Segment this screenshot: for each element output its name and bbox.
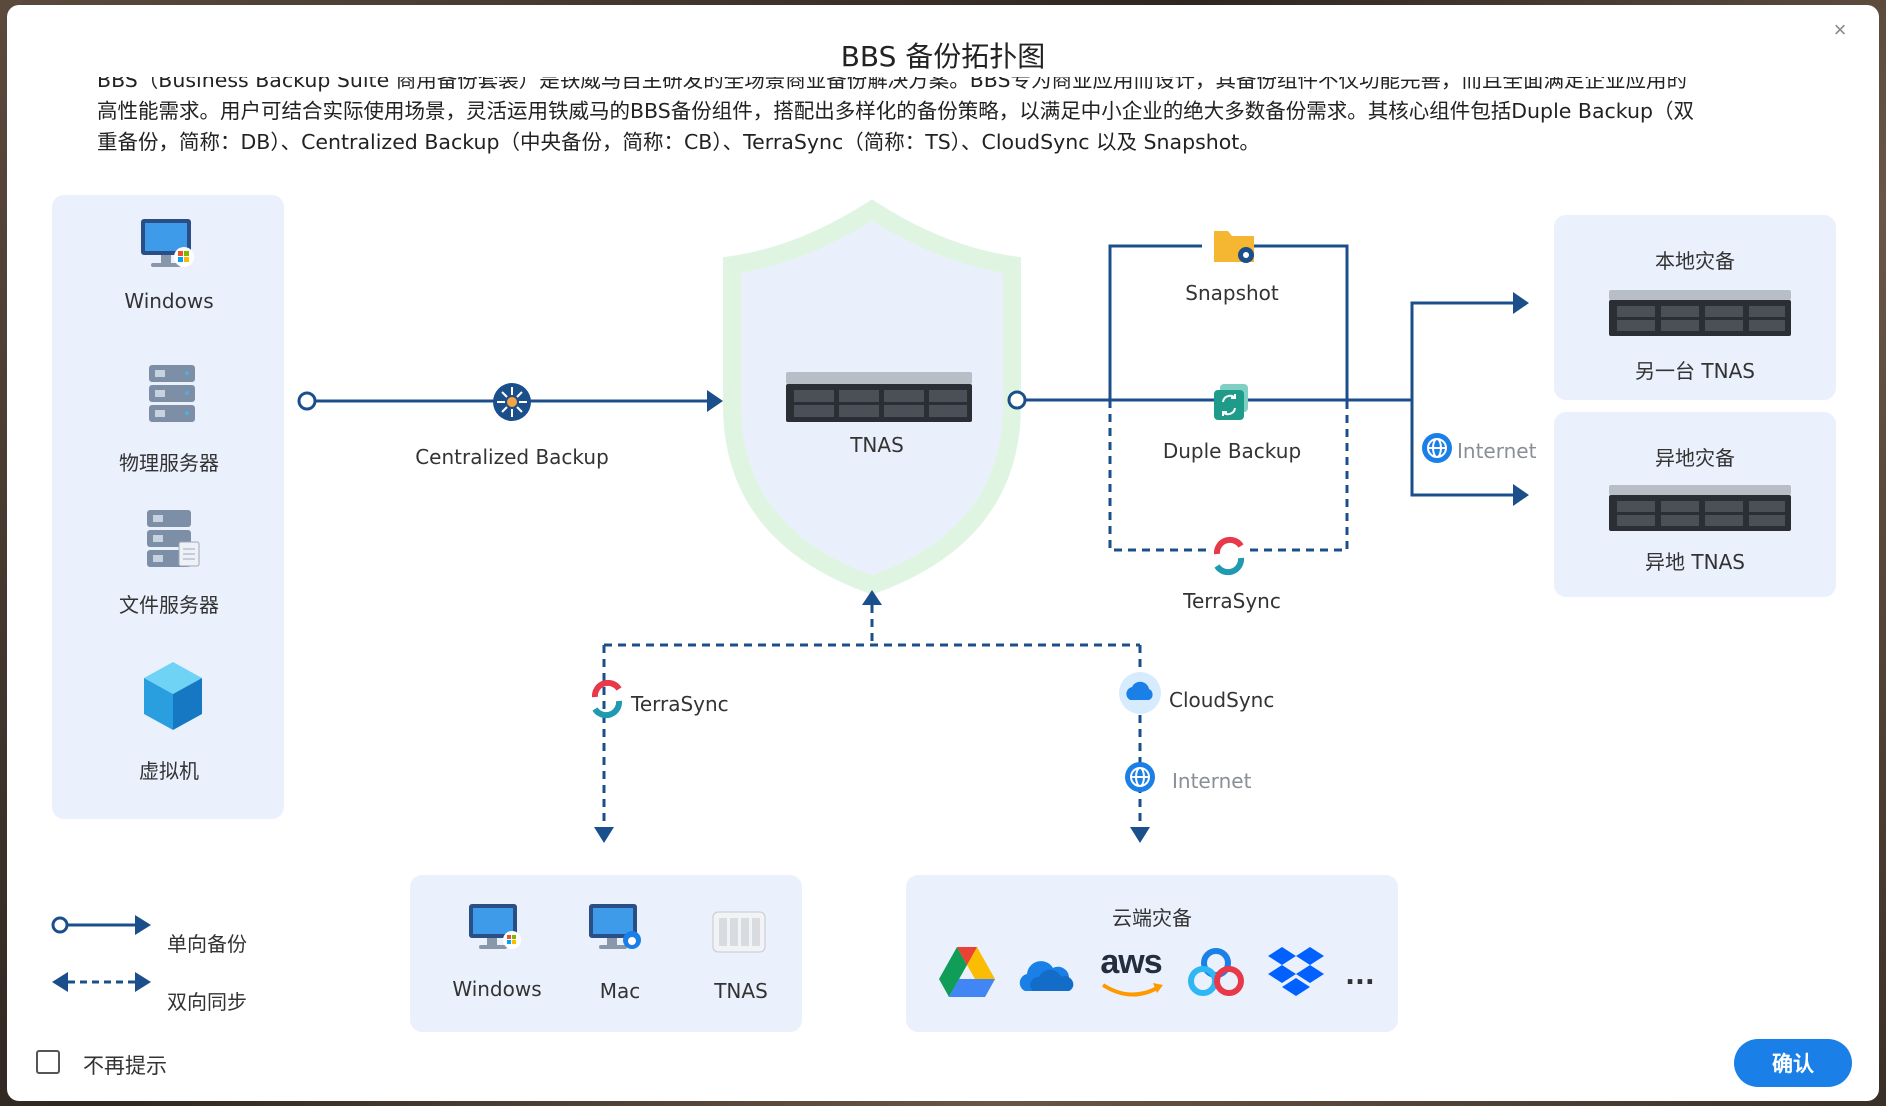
virtual-machine-icon [144, 662, 202, 730]
client-windows-icon [469, 904, 521, 949]
confirm-button[interactable]: 确认 [1734, 1039, 1852, 1087]
dropbox-icon [1268, 947, 1324, 996]
remote-dr-title: 异地灾备 [1655, 446, 1735, 470]
dialog-title: BBS 备份拓扑图 [840, 40, 1046, 73]
cloudsync-icon [1119, 672, 1161, 714]
topology-lines [51, 199, 1529, 992]
internet-bottom-label: Internet [1172, 769, 1252, 793]
local-dr-title: 本地灾备 [1655, 249, 1735, 273]
source-file-server-label: 文件服务器 [119, 593, 219, 617]
snapshot-label: Snapshot [1185, 281, 1279, 305]
client-mac-label: Mac [599, 979, 641, 1003]
duple-backup-icon [1214, 384, 1248, 420]
local-dr-device-label: 另一台 TNAS [1635, 359, 1755, 383]
dont-show-checkbox[interactable] [36, 1050, 60, 1074]
physical-server-icon [149, 365, 195, 422]
centralized-backup-icon [493, 383, 531, 421]
remote-dr-tnas-icon [1609, 485, 1791, 531]
internet-bottom-globe-icon [1125, 762, 1155, 792]
description-line: 重备份，简称：DB）、Centralized Backup（中央备份，简称：CB… [97, 130, 1260, 154]
remote-dr-device-label: 异地 TNAS [1645, 550, 1745, 574]
client-tnas-icon [712, 911, 766, 953]
terrasync-right-label: TerraSync [1183, 589, 1281, 613]
terrasync-bottom-icon [591, 679, 623, 719]
windows-pc-icon [141, 219, 194, 267]
client-mac-icon [589, 904, 641, 949]
centralized-backup-label: Centralized Backup [415, 445, 609, 469]
dont-show-label[interactable]: 不再提示 [83, 1054, 167, 1078]
aws-logo: aws [1095, 943, 1167, 1005]
internet-right-label: Internet [1457, 439, 1537, 463]
aws-text: aws [1100, 943, 1162, 981]
cloud-dr-title: 云端灾备 [1112, 906, 1192, 930]
google-drive-icon [939, 947, 995, 997]
close-icon[interactable]: × [1833, 17, 1847, 42]
baidu-netdisk-icon [1188, 948, 1244, 996]
onedrive-icon [1019, 961, 1074, 991]
description-line: 高性能需求。用户可结合实际使用场景，灵活运用铁威马的BBS备份组件，搭配出多样化… [97, 99, 1695, 123]
file-server-icon [147, 510, 200, 567]
legend-one-way-label: 单向备份 [167, 932, 247, 956]
source-physical-server-label: 物理服务器 [119, 451, 219, 475]
tnas-rack-icon [786, 372, 972, 422]
bbs-topology-dialog: BBS 备份拓扑图 × BBS（Business Backup Suite 商用… [7, 5, 1879, 1101]
local-dr-tnas-icon [1609, 290, 1791, 336]
legend-two-way-label: 双向同步 [167, 990, 247, 1014]
description-line: BBS（Business Backup Suite 商用备份套装）是铁威马自主研… [97, 77, 1687, 92]
client-windows-label: Windows [452, 977, 542, 1001]
internet-globe-icon [1422, 433, 1452, 463]
cloud-more-label: ... [1345, 961, 1375, 991]
description: BBS（Business Backup Suite 商用备份套装）是铁威马自主研… [97, 77, 1797, 175]
source-windows-label: Windows [124, 289, 214, 313]
cloudsync-label: CloudSync [1169, 688, 1275, 712]
clients-panel [410, 875, 802, 1032]
terrasync-bottom-label: TerraSync [631, 692, 729, 716]
client-tnas-label: TNAS [714, 979, 768, 1003]
snapshot-folder-icon [1214, 231, 1254, 263]
tnas-label: TNAS [850, 433, 904, 457]
terrasync-icon [1213, 536, 1245, 576]
source-vm-label: 虚拟机 [139, 759, 199, 783]
duple-backup-label: Duple Backup [1162, 439, 1302, 463]
